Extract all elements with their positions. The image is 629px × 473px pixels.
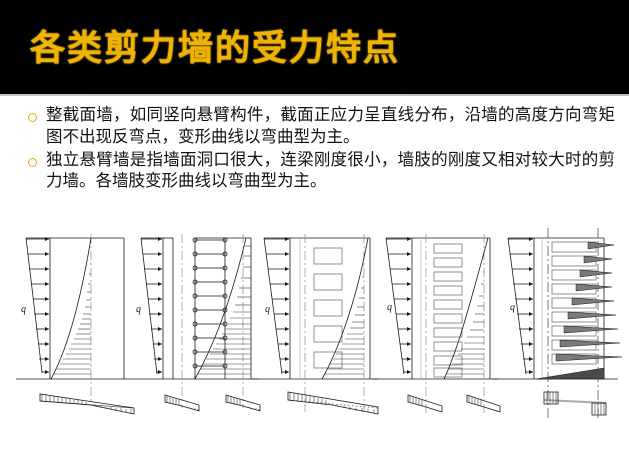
- bullet-circle-icon: [28, 157, 37, 167]
- figure-coupled-wall: q: [133, 222, 262, 437]
- figure-1-svg: q: [16, 234, 135, 415]
- title-divider: [0, 94, 629, 96]
- figure-solid-wall: q: [8, 222, 137, 437]
- figure-strip: q: [0, 222, 629, 437]
- load-label: q: [21, 304, 26, 315]
- bullet-item: 独立悬臂墙是指墙面洞口很大，连梁刚度很小，墙肢的刚度又相对较大时的剪力墙。各墙肢…: [0, 149, 629, 193]
- figure-2-svg: q: [133, 234, 261, 412]
- body-content: 整截面墙，如同竖向悬臂构件，截面正应力呈直线分布，沿墙的高度方向弯矩图不出现反弯…: [0, 98, 629, 220]
- bullet-item: 整截面墙，如同竖向悬臂构件，截面正应力呈直线分布，沿墙的高度方向弯矩图不出现反弯…: [0, 104, 629, 148]
- figure-large-openings-wall: q: [372, 222, 501, 437]
- bullet-circle-icon: [28, 113, 37, 122]
- load-label: q: [136, 304, 141, 315]
- load-label: q: [387, 302, 392, 313]
- figure-5-svg: q: [492, 228, 623, 418]
- figure-3-svg: q: [252, 234, 379, 415]
- load-label: q: [510, 302, 515, 313]
- load-label: q: [265, 304, 270, 315]
- title-band: [0, 0, 629, 94]
- bullet-text: 整截面墙，如同竖向悬臂构件，截面正应力呈直线分布，沿墙的高度方向弯矩图不出现反弯…: [46, 105, 615, 146]
- figure-4-svg: q: [372, 234, 501, 414]
- page-title: 各类剪力墙的受力特点: [30, 29, 401, 68]
- bullet-text: 独立悬臂墙是指墙面洞口很大，连梁刚度很小，墙肢的刚度又相对较大时的剪力墙。各墙肢…: [46, 149, 615, 191]
- figure-frame-like-wall: q: [492, 222, 623, 437]
- figure-small-openings-wall: q: [252, 222, 381, 437]
